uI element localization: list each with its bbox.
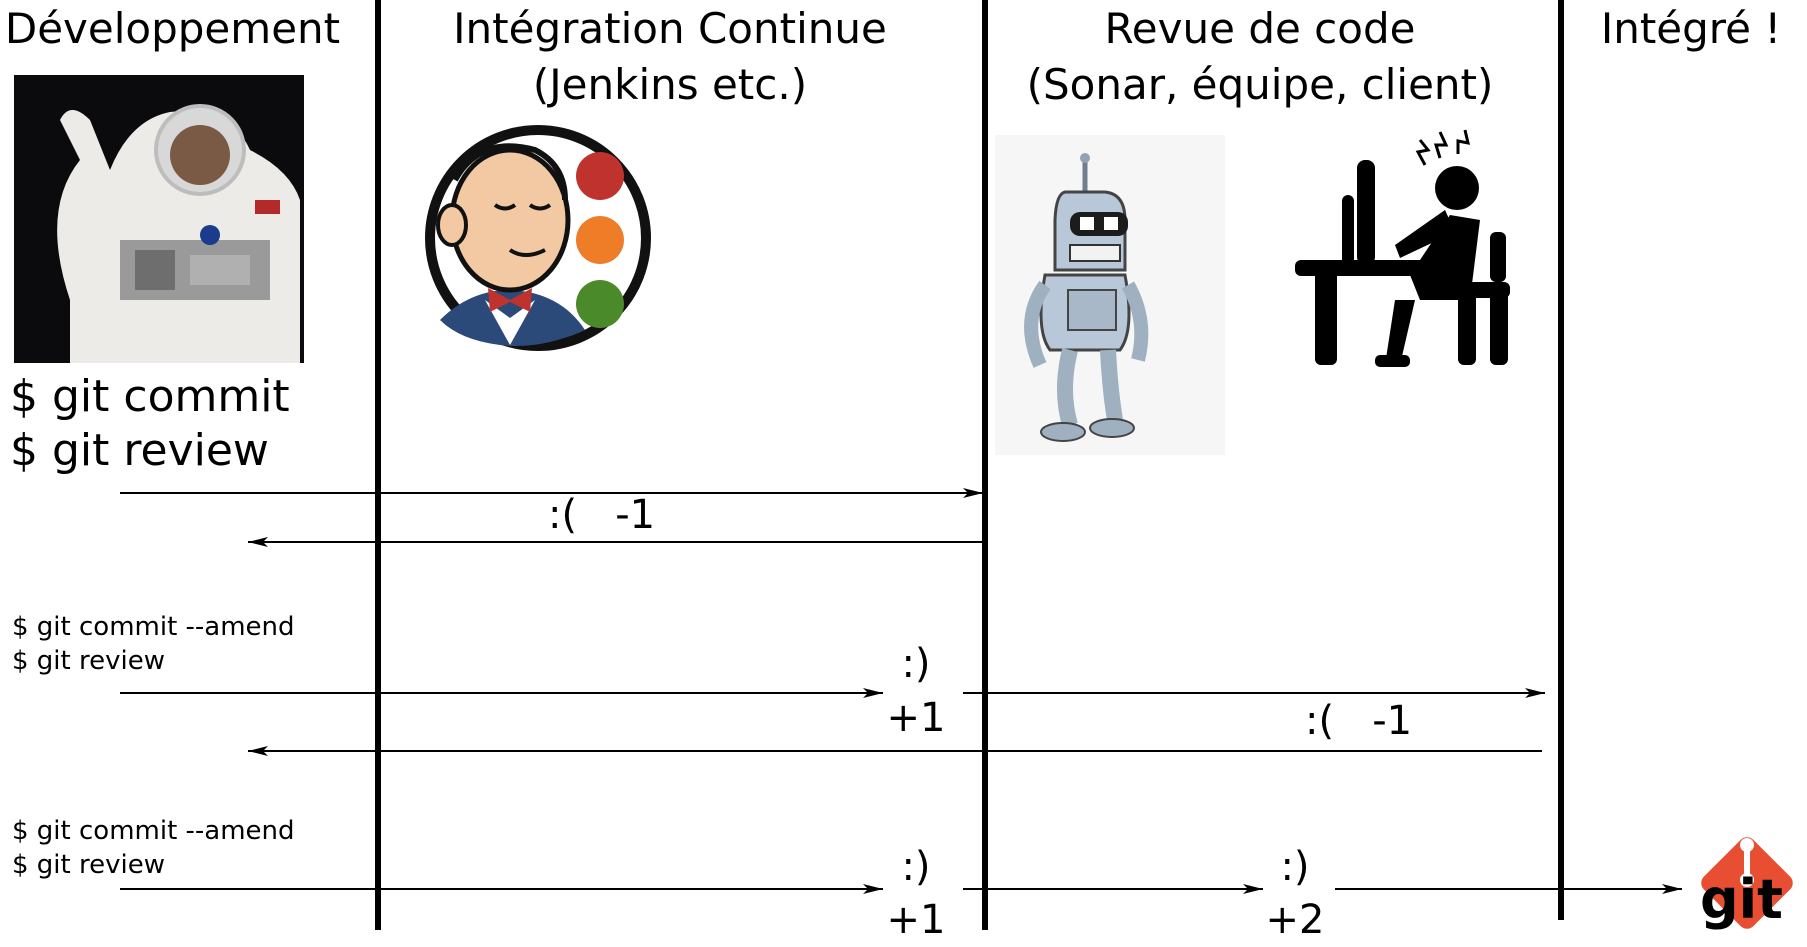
round2-command-review: $ git review <box>12 646 165 676</box>
round3-ci-score: +1 <box>886 897 946 943</box>
round1-ci-reply: :( -1 <box>548 492 656 538</box>
round2-command-amend: $ git commit --amend <box>12 612 295 642</box>
git-logo-text: git <box>1700 868 1783 931</box>
jenkins-logo <box>425 125 651 351</box>
column-subtitle-review: (Sonar, équipe, client) <box>1026 60 1494 109</box>
git-logo-icon <box>1701 837 1793 929</box>
column-title-review: Revue de code <box>1104 4 1416 53</box>
person-at-desk-icon <box>1295 129 1510 367</box>
round1-command-review: $ git review <box>10 425 269 476</box>
column-title-ci: Intégration Continue <box>453 4 887 53</box>
astronaut-photo <box>14 75 304 363</box>
round2-ci-smile: :) <box>901 641 931 687</box>
robot-illustration <box>995 135 1225 455</box>
round2-ci-score: +1 <box>886 695 946 741</box>
round3-command-review: $ git review <box>12 850 165 880</box>
column-title-development: Développement <box>4 4 341 53</box>
column-title-integrated: Intégré ! <box>1600 4 1782 53</box>
column-subtitle-ci: (Jenkins etc.) <box>532 60 808 109</box>
round3-command-amend: $ git commit --amend <box>12 816 295 846</box>
round1-command-commit: $ git commit <box>10 371 290 422</box>
round2-review-reply: :( -1 <box>1305 698 1413 744</box>
round3-review-smile: :) <box>1280 844 1310 890</box>
round3-ci-smile: :) <box>901 844 931 890</box>
round3-review-score: +2 <box>1265 897 1325 943</box>
